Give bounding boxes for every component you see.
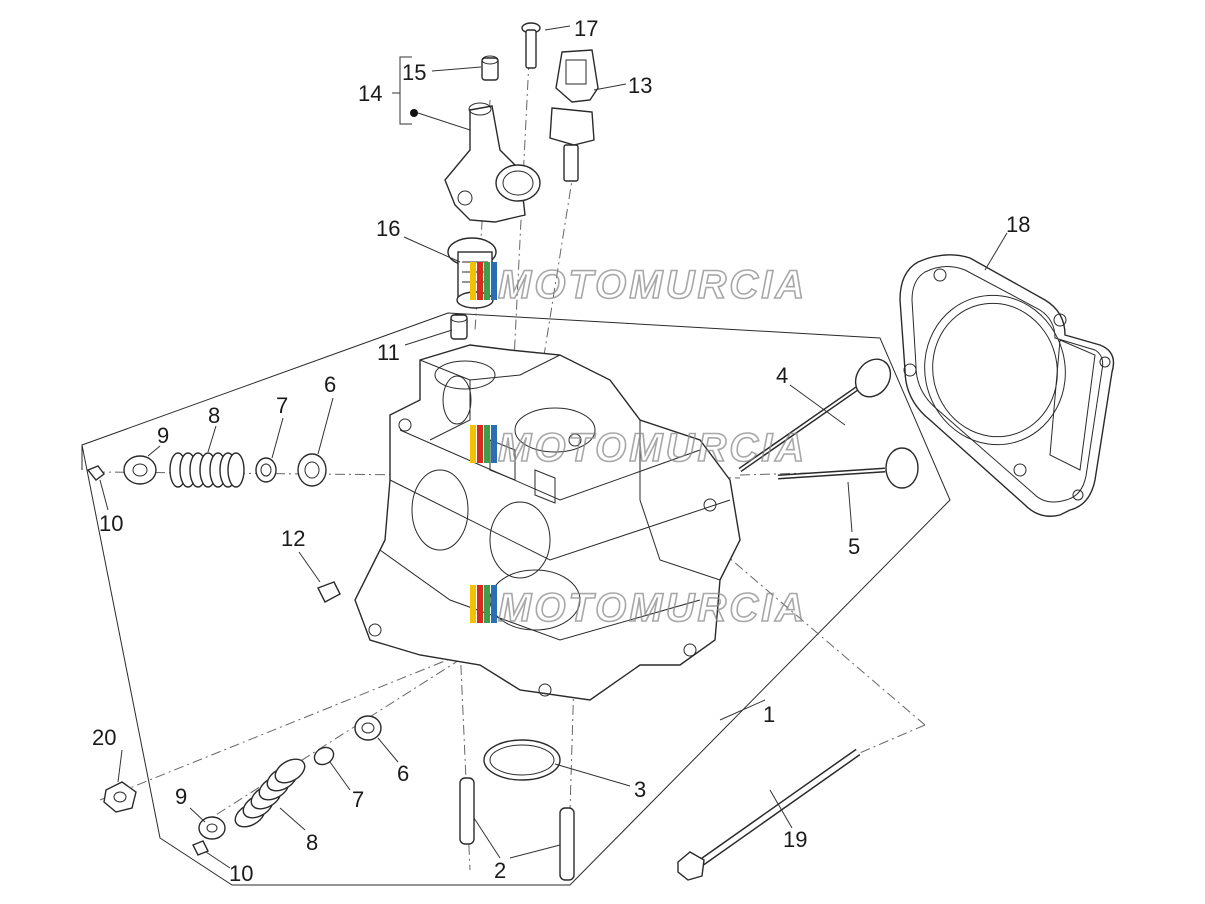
bullet-dot bbox=[410, 109, 418, 117]
plug-11 bbox=[450, 313, 468, 340]
valve-train-lower bbox=[103, 715, 382, 856]
callout-16: 16 bbox=[376, 216, 400, 241]
callout-2: 2 bbox=[494, 858, 506, 883]
callout-9-upper: 9 bbox=[157, 423, 169, 448]
dowel-pins bbox=[459, 777, 575, 881]
callout-7-upper: 7 bbox=[276, 393, 288, 418]
cylinder-head bbox=[354, 344, 741, 701]
temperature-sensor bbox=[549, 49, 599, 182]
callout-10-upper: 10 bbox=[99, 511, 123, 536]
callout-20: 20 bbox=[92, 725, 116, 750]
valve-exhaust bbox=[777, 447, 919, 489]
watermark-3: MOTOMURCIA bbox=[470, 585, 807, 631]
callout-13: 13 bbox=[628, 73, 652, 98]
callout-18: 18 bbox=[1006, 212, 1030, 237]
callout-6-upper: 6 bbox=[324, 372, 336, 397]
callout-17: 17 bbox=[574, 16, 598, 41]
valve-intake bbox=[738, 358, 892, 473]
watermark-text: MOTOMURCIA bbox=[498, 426, 807, 470]
plug-12 bbox=[317, 581, 341, 603]
callout-5: 5 bbox=[848, 534, 860, 559]
callout-4: 4 bbox=[776, 363, 788, 388]
callout-10-lower: 10 bbox=[229, 861, 253, 886]
assembly-outline bbox=[81, 312, 951, 886]
callout-labels: 17 15 14 13 16 18 11 6 4 7 8 9 10 5 12 1… bbox=[92, 16, 1030, 886]
callout-7-lower: 7 bbox=[352, 787, 364, 812]
screw-top bbox=[521, 22, 541, 69]
callout-3: 3 bbox=[634, 777, 646, 802]
long-bolt bbox=[677, 748, 861, 881]
o-ring bbox=[483, 739, 561, 781]
leader-lines bbox=[99, 25, 1008, 869]
callout-8-upper: 8 bbox=[208, 403, 220, 428]
callout-6-lower: 6 bbox=[397, 761, 409, 786]
bleed-screw bbox=[481, 55, 499, 81]
watermark-2: MOTOMURCIA bbox=[470, 425, 807, 471]
head-gasket bbox=[899, 254, 1115, 517]
callout-14: 14 bbox=[358, 81, 382, 106]
valve-train-upper bbox=[86, 452, 327, 488]
callout-12: 12 bbox=[281, 526, 305, 551]
callout-8-lower: 8 bbox=[306, 830, 318, 855]
callout-9-lower: 9 bbox=[175, 784, 187, 809]
watermark-text: MOTOMURCIA bbox=[498, 263, 807, 307]
thermostat-housing bbox=[444, 102, 541, 223]
watermark-text: MOTOMURCIA bbox=[498, 586, 807, 630]
watermark-1: MOTOMURCIA bbox=[470, 262, 807, 308]
callout-1: 1 bbox=[763, 702, 775, 727]
callout-15: 15 bbox=[402, 60, 426, 85]
callout-11: 11 bbox=[377, 340, 400, 365]
callout-19: 19 bbox=[783, 827, 807, 852]
